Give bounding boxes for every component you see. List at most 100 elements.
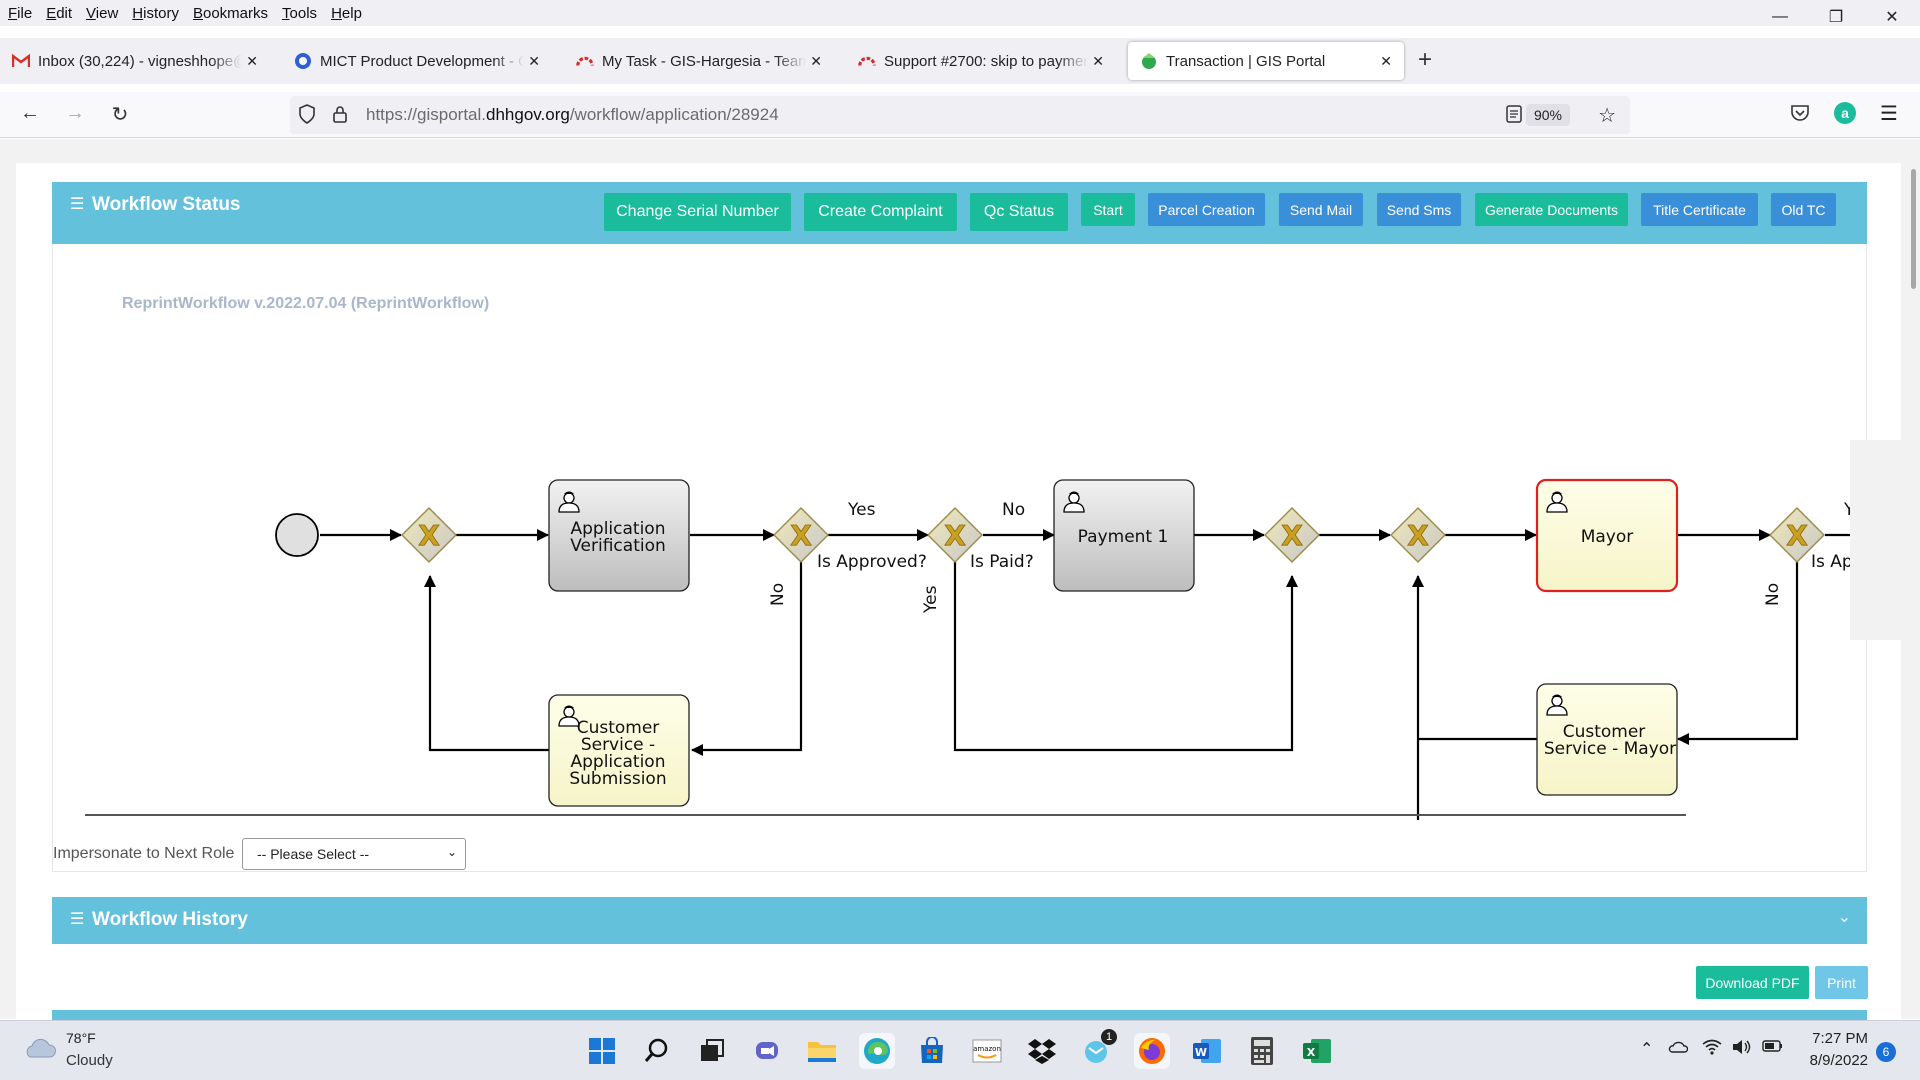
url-prefix: https://gisportal. (366, 105, 487, 124)
forward-icon[interactable]: → (65, 102, 85, 124)
restore-icon[interactable]: ❐ (1828, 9, 1844, 26)
volume-icon[interactable] (1732, 1039, 1752, 1060)
back-icon[interactable]: ← (20, 102, 40, 124)
tab-mict[interactable]: MICT Product Development - O ✕ (282, 42, 552, 80)
clock-date[interactable]: 8/9/2022 (1809, 1052, 1868, 1069)
tab-gmail[interactable]: Inbox (30,224) - vigneshhope@gmail.com ✕ (0, 42, 270, 80)
impersonate-label: Impersonate to Next Role (53, 845, 235, 862)
chevron-down-icon: ⌄ (446, 845, 457, 859)
workflow-history-header[interactable]: ☰ Workflow History ⌄ (52, 897, 1867, 944)
firefox-icon[interactable] (1134, 1033, 1170, 1069)
pocket-icon[interactable] (1790, 103, 1810, 126)
wifi-icon[interactable] (1702, 1039, 1722, 1060)
new-tab-icon[interactable]: + (1418, 46, 1433, 73)
chevron-up-icon[interactable]: ⌃ (1640, 1041, 1654, 1058)
mail-app-icon[interactable]: 1 (1079, 1029, 1117, 1069)
clock-time[interactable]: 7:27 PM (1812, 1030, 1868, 1047)
minimize-icon[interactable]: — (1772, 8, 1788, 25)
tab-support[interactable]: Support #2700: skip to payment ✕ (846, 42, 1116, 80)
page-scrollbar[interactable] (1908, 139, 1920, 1019)
change-serial-number-button[interactable]: Change Serial Number (604, 193, 791, 231)
menu-tools[interactable]: Tools (282, 4, 318, 22)
tab-title: Support #2700: skip to payment (884, 52, 1089, 70)
create-complaint-button[interactable]: Create Complaint (804, 193, 957, 231)
start-button[interactable]: Start (1081, 193, 1135, 226)
close-icon[interactable]: ✕ (1380, 52, 1392, 69)
menu-bar: File Edit View History Bookmarks Tools H… (0, 0, 1920, 26)
product-icon (294, 52, 312, 70)
address-bar[interactable]: https://gisportal.dhhgov.org/workflow/ap… (290, 96, 1630, 134)
microsoft-store-icon[interactable] (914, 1033, 950, 1069)
file-explorer-icon[interactable] (804, 1033, 840, 1069)
tab-bar: Inbox (30,224) - vigneshhope@gmail.com ✕… (0, 38, 1920, 84)
send-mail-button[interactable]: Send Mail (1279, 193, 1363, 226)
send-sms-button[interactable]: Send Sms (1377, 193, 1461, 226)
weather-temperature[interactable]: 78°F (66, 1030, 96, 1046)
edge-browser-icon[interactable] (859, 1033, 895, 1069)
shield-icon[interactable] (298, 104, 316, 127)
menu-view[interactable]: View (86, 4, 119, 22)
close-icon[interactable]: ✕ (246, 52, 258, 69)
close-icon[interactable]: ✕ (528, 52, 540, 69)
bookmark-star-icon[interactable]: ☆ (1598, 105, 1616, 127)
svg-text:amazon: amazon (973, 1045, 1001, 1053)
impersonate-select-value: -- Please Select -- (257, 846, 370, 862)
cloud-icon (26, 1038, 56, 1058)
close-icon[interactable]: ✕ (1092, 52, 1104, 69)
taskbar: 78°F Cloudy amazon 1 W X ⌃ (0, 1020, 1920, 1080)
lock-icon[interactable] (332, 104, 348, 127)
download-pdf-button[interactable]: Download PDF (1696, 966, 1809, 999)
menu-bookmarks[interactable]: Bookmarks (192, 4, 269, 22)
dropbox-icon[interactable] (1024, 1033, 1060, 1069)
onedrive-icon[interactable] (1668, 1039, 1689, 1058)
calculator-icon[interactable] (1244, 1033, 1280, 1069)
tab-my-task[interactable]: My Task - GIS-Hargesia - Teams ✕ (564, 42, 834, 80)
hamburger-menu-icon[interactable]: ☰ (1880, 103, 1898, 125)
search-icon[interactable] (639, 1033, 675, 1069)
tab-transaction[interactable]: Transaction | GIS Portal ✕ (1128, 42, 1404, 80)
navigation-bar: ← → ↻ https://gisportal.dhhgov.org/workf… (0, 92, 1920, 138)
tab-title: My Task - GIS-Hargesia - Teams (602, 52, 807, 70)
gis-portal-icon (1140, 52, 1158, 70)
teamwork-icon (576, 52, 594, 70)
parcel-creation-button[interactable]: Parcel Creation (1148, 193, 1265, 226)
menu-history[interactable]: History (132, 4, 179, 22)
list-icon: ☰ (70, 911, 85, 928)
notification-badge[interactable]: 6 (1876, 1042, 1896, 1062)
close-window-icon[interactable]: ✕ (1885, 9, 1899, 26)
excel-icon[interactable]: X (1299, 1033, 1335, 1069)
reload-icon[interactable]: ↻ (111, 104, 129, 126)
svg-text:W: W (1195, 1046, 1207, 1059)
svg-text:X: X (1307, 1046, 1316, 1059)
menu-edit[interactable]: Edit (46, 4, 73, 22)
tab-title: MICT Product Development - O (320, 52, 525, 70)
menu-file[interactable]: File (8, 4, 33, 22)
word-icon[interactable]: W (1189, 1033, 1225, 1069)
close-icon[interactable]: ✕ (810, 52, 822, 69)
old-tc-button[interactable]: Old TC (1771, 193, 1836, 226)
impersonate-select[interactable]: -- Please Select -- ⌄ (242, 838, 466, 870)
title-certificate-button[interactable]: Title Certificate (1641, 193, 1758, 226)
windows-start-icon[interactable] (584, 1033, 620, 1069)
workflow-history-title: Workflow History (92, 909, 248, 930)
gmail-icon (12, 52, 30, 70)
weather-condition[interactable]: Cloudy (66, 1052, 113, 1069)
menu-help[interactable]: Help (331, 4, 362, 22)
tab-title: Inbox (30,224) - vigneshhope@gmail.com (38, 52, 242, 70)
generate-documents-button[interactable]: Generate Documents (1475, 193, 1628, 226)
reader-view-icon[interactable] (1506, 105, 1522, 126)
print-button[interactable]: Print (1815, 966, 1868, 999)
zoom-level[interactable]: 90% (1525, 104, 1570, 126)
url-text: https://gisportal.dhhgov.org/workflow/ap… (366, 105, 779, 125)
teams-chat-icon[interactable] (749, 1033, 785, 1069)
amazon-icon[interactable]: amazon (969, 1033, 1005, 1069)
task-view-icon[interactable] (694, 1033, 730, 1069)
qc-status-button[interactable]: Qc Status (970, 193, 1068, 231)
scrollbar-thumb[interactable] (1911, 169, 1916, 289)
chevron-down-icon[interactable]: ⌄ (1837, 909, 1851, 926)
extension-icon[interactable]: a (1834, 102, 1856, 124)
battery-icon[interactable] (1762, 1039, 1784, 1058)
tab-title: Transaction | GIS Portal (1166, 52, 1326, 70)
teamwork-icon (858, 52, 876, 70)
mail-badge: 1 (1101, 1029, 1117, 1045)
